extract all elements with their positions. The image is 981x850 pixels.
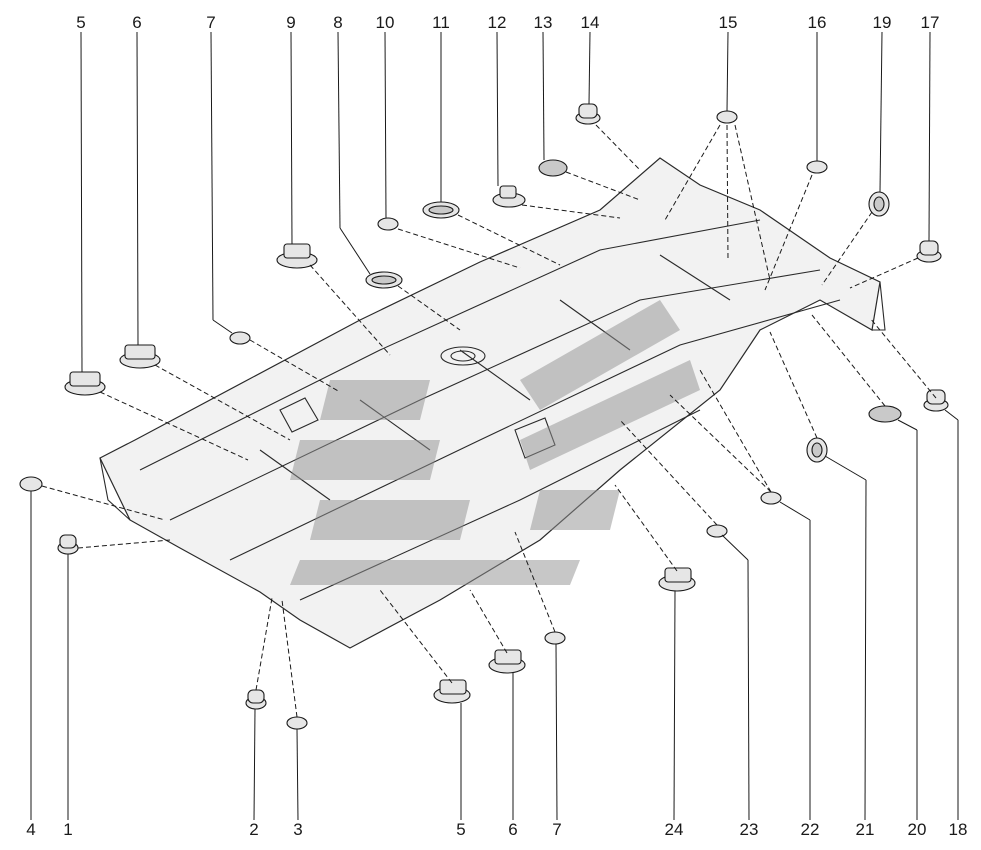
plug-20 xyxy=(868,405,902,423)
label-11: 11 xyxy=(432,13,450,32)
plug-21 xyxy=(806,437,828,463)
plug-14 xyxy=(575,103,601,125)
assembly-lines xyxy=(41,124,937,718)
label-5-bottom: 5 xyxy=(456,820,465,839)
plug-4 xyxy=(19,476,43,492)
plug-18 xyxy=(923,389,949,412)
label-23: 23 xyxy=(740,820,759,839)
label-10: 10 xyxy=(376,13,395,32)
plug-7-left xyxy=(229,331,251,345)
label-19: 19 xyxy=(873,13,892,32)
label-15: 15 xyxy=(719,13,738,32)
plug-15 xyxy=(716,110,738,124)
plug-5-left xyxy=(64,371,106,396)
plug-23 xyxy=(706,524,728,538)
plug-17 xyxy=(916,240,942,263)
top-labels: 5 6 7 9 8 10 11 12 13 14 15 16 19 17 xyxy=(76,13,939,32)
label-14: 14 xyxy=(581,13,600,32)
label-20: 20 xyxy=(908,820,927,839)
label-12: 12 xyxy=(488,13,507,32)
label-24: 24 xyxy=(665,820,684,839)
plug-16 xyxy=(806,160,828,174)
label-17: 17 xyxy=(921,13,940,32)
label-7-bottom: 7 xyxy=(552,820,561,839)
plug-1 xyxy=(57,534,79,555)
parts xyxy=(19,103,949,730)
watermark-logo: sp xyxy=(290,300,700,585)
plug-8-oval xyxy=(365,271,403,289)
label-16: 16 xyxy=(808,13,827,32)
plug-11-oval xyxy=(422,201,460,219)
plug-24 xyxy=(658,567,696,592)
label-22: 22 xyxy=(801,820,820,839)
plug-22 xyxy=(760,491,782,505)
label-2: 2 xyxy=(249,820,258,839)
bottom-labels: 4 1 2 3 5 6 7 24 23 22 21 20 18 xyxy=(26,820,967,839)
label-18: 18 xyxy=(949,820,968,839)
plug-12 xyxy=(492,185,526,208)
leader-lines xyxy=(30,31,959,821)
label-5-top: 5 xyxy=(76,13,85,32)
plug-13 xyxy=(538,159,568,177)
plug-10 xyxy=(377,217,399,231)
label-1: 1 xyxy=(63,820,72,839)
plug-19 xyxy=(868,191,890,217)
plug-3 xyxy=(286,716,308,730)
label-13: 13 xyxy=(534,13,553,32)
label-6-top: 6 xyxy=(132,13,141,32)
plug-9 xyxy=(276,243,318,269)
plug-5-bottom xyxy=(433,679,471,704)
label-6-bottom: 6 xyxy=(508,820,517,839)
label-4: 4 xyxy=(26,820,35,839)
label-21: 21 xyxy=(856,820,875,839)
plug-2 xyxy=(245,689,267,710)
label-3: 3 xyxy=(293,820,302,839)
plug-6-bottom xyxy=(488,649,526,674)
plug-6-left xyxy=(119,344,161,369)
label-8: 8 xyxy=(333,13,342,32)
label-9: 9 xyxy=(286,13,295,32)
plug-7-bottom xyxy=(544,631,566,645)
label-7-top: 7 xyxy=(206,13,215,32)
